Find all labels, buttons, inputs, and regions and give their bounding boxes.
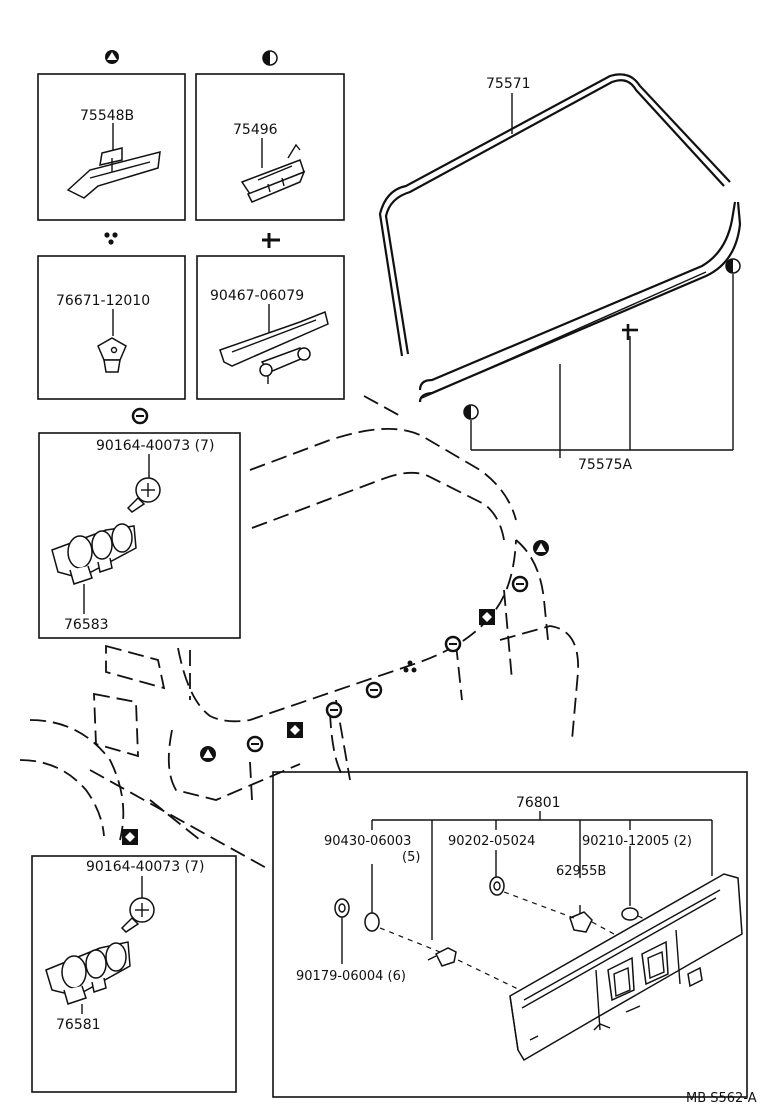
symbol-three-dots-icon <box>104 232 118 245</box>
symbol-half-circle-icon <box>262 50 278 66</box>
symbol-triangle-icon <box>105 50 119 64</box>
molding-callout-lines <box>470 274 734 458</box>
part-screw-bottom-label: 90164-40073 (7) <box>86 859 204 875</box>
body-minus-circle-symbol-icon <box>444 635 462 653</box>
body-diamond-symbol-left-icon <box>287 722 303 738</box>
symbol-minus-circle-icon <box>131 407 149 425</box>
body-minus-circle-symbol-icon <box>246 735 264 753</box>
screw-top-drawing <box>126 477 161 513</box>
part-clip-e-label: 62955B <box>556 864 606 879</box>
clip-75496-drawing <box>240 143 306 203</box>
part-nut-1-qty-label: (5) <box>402 850 420 865</box>
part-bracket-top-label: 76583 <box>64 617 109 633</box>
diagram-code: MB S562-A <box>686 1091 757 1106</box>
body-triangle-symbol-left-icon <box>200 746 216 762</box>
clip-90467-drawing <box>219 310 329 384</box>
clip-90467-box <box>196 255 345 400</box>
part-75496-label: 75496 <box>233 122 278 138</box>
part-clip-f-label: 90179-06004 (6) <box>296 969 406 984</box>
molding-drawing <box>418 201 742 403</box>
part-nut-2-label: 90202-05024 <box>448 834 535 849</box>
body-triangle-symbol-right-icon <box>533 540 549 556</box>
body-minus-circle-symbol-icon <box>511 575 529 593</box>
clip-76671-drawing <box>97 337 127 373</box>
symbol-cross-icon <box>262 233 280 248</box>
bracket-76581-drawing <box>45 941 131 1005</box>
bracket-76583-drawing <box>51 523 137 585</box>
glass-weatherstrip-drawing <box>378 73 731 357</box>
body-minus-circle-symbol-icon <box>365 681 383 699</box>
part-76671-label: 76671-12010 <box>56 293 150 309</box>
part-75575a-label: 75575A <box>578 457 633 473</box>
body-diamond-symbol-right-icon <box>479 609 495 625</box>
garnish-small-parts <box>334 876 639 967</box>
part-75548b-label: 75548B <box>80 108 134 124</box>
body-minus-circle-symbol-icon <box>325 701 343 719</box>
part-grommet-label: 90210-12005 (2) <box>582 834 692 849</box>
bracket-76581-box <box>31 855 237 1093</box>
molding-half-circle-symbol-right-icon <box>725 258 741 274</box>
clip-76671-box <box>37 255 186 400</box>
molding-cross-symbol-icon <box>622 324 638 340</box>
screw-bottom-drawing <box>120 897 155 933</box>
clip-75496-box <box>195 73 345 221</box>
body-three-dots-symbol-icon <box>403 660 417 673</box>
clip-75548b-drawing <box>66 147 161 199</box>
garnish-76801-box <box>272 771 748 1098</box>
molding-half-circle-symbol-left-icon <box>463 404 479 420</box>
part-screw-top-label: 90164-40073 (7) <box>96 438 214 454</box>
part-nut-1-label: 90430-06003 <box>324 834 411 849</box>
symbol-diamond-icon <box>122 829 138 845</box>
garnish-callout-lines <box>341 811 713 964</box>
part-90467-label: 90467-06079 <box>210 288 304 304</box>
vehicle-body-outline <box>19 395 579 871</box>
part-76801-label: 76801 <box>516 795 561 811</box>
part-bracket-bottom-label: 76581 <box>56 1017 101 1033</box>
bracket-76583-box <box>38 432 241 639</box>
clip-75548b-box <box>37 73 186 221</box>
part-75571-label: 75571 <box>486 76 531 92</box>
garnish-panel-drawing <box>509 873 743 1062</box>
